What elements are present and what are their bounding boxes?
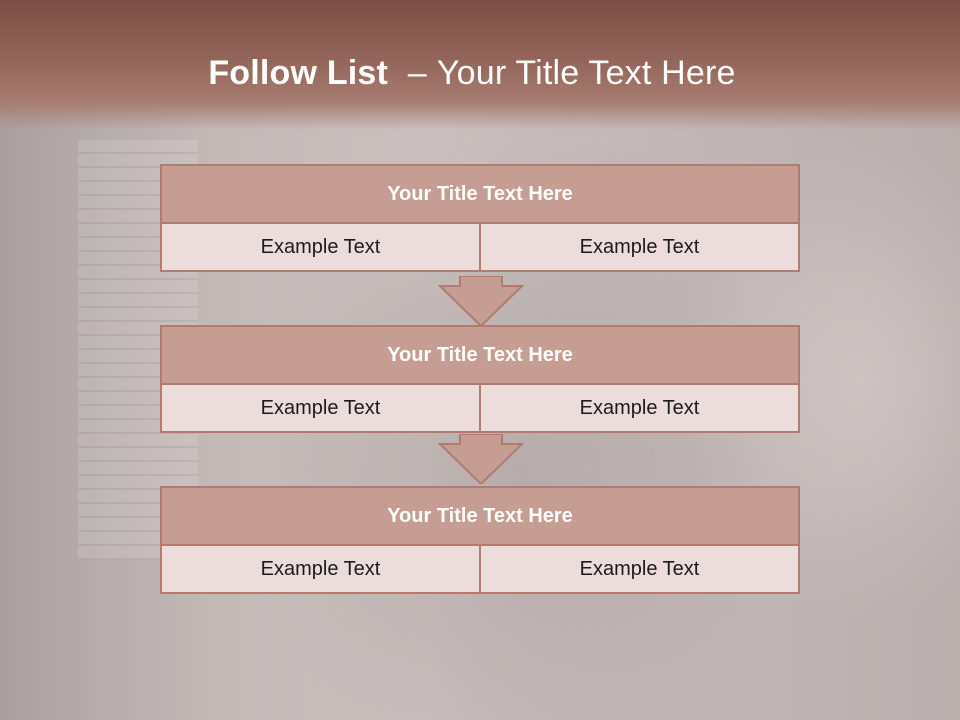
step-cell-left: Example Text <box>162 224 479 270</box>
down-arrow-icon <box>438 434 524 484</box>
step-title: Your Title Text Here <box>162 488 798 546</box>
page-title-dash: – <box>407 54 427 92</box>
page-title-rest: Your Title Text Here <box>436 54 736 92</box>
step-box-2: Your Title Text Here Example Text Exampl… <box>160 325 800 433</box>
page-title: Follow List –Your Title Text Here <box>0 54 944 93</box>
step-cell-right: Example Text <box>479 224 798 270</box>
step-box-3: Your Title Text Here Example Text Exampl… <box>160 486 800 594</box>
step-row: Example Text Example Text <box>162 224 798 270</box>
step-cell-right: Example Text <box>479 385 798 431</box>
header-band <box>0 0 960 130</box>
step-title: Your Title Text Here <box>162 166 798 224</box>
page-title-bold: Follow List <box>208 54 389 92</box>
step-row: Example Text Example Text <box>162 385 798 431</box>
step-cell-right: Example Text <box>479 546 798 592</box>
step-title: Your Title Text Here <box>162 327 798 385</box>
down-arrow-icon <box>438 276 524 326</box>
step-cell-left: Example Text <box>162 546 479 592</box>
step-cell-left: Example Text <box>162 385 479 431</box>
step-box-1: Your Title Text Here Example Text Exampl… <box>160 164 800 272</box>
step-row: Example Text Example Text <box>162 546 798 592</box>
